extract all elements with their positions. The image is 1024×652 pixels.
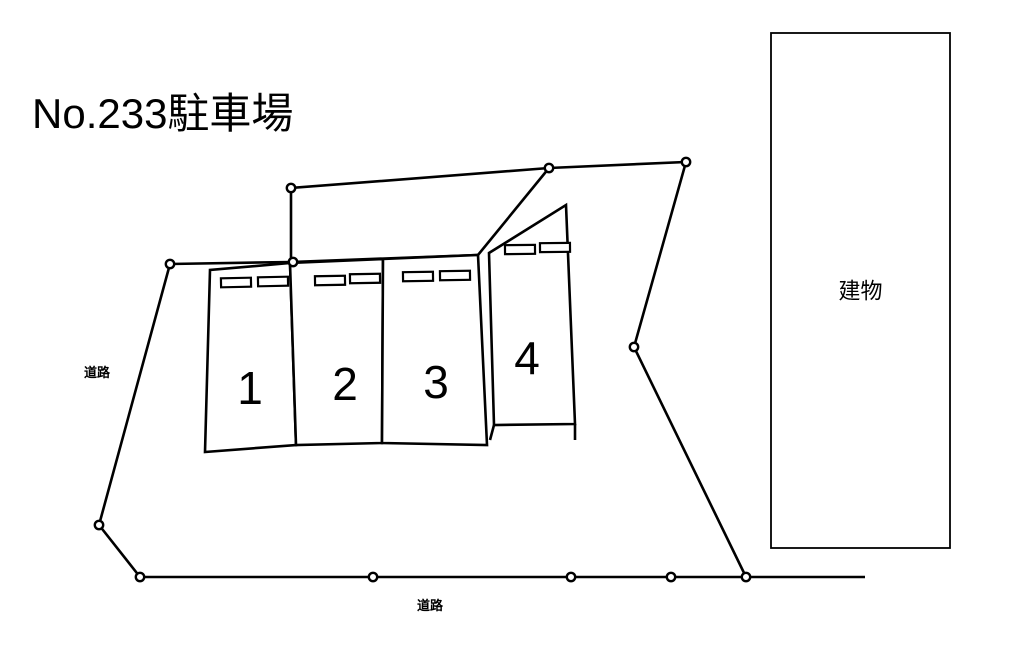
stall-edge-extension: [488, 424, 496, 441]
boundary-line: [97, 263, 865, 579]
stall-number-label-4: 4: [514, 332, 540, 384]
boundary-vertex-marker: [285, 182, 297, 194]
wheel-stop-mark: [313, 274, 347, 287]
site-boundary-group: [97, 160, 865, 579]
building-label: 建物: [838, 279, 882, 304]
parking-stall-3[interactable]: [380, 253, 489, 447]
parking-stall-1[interactable]: [203, 261, 298, 454]
wheel-stop-mark: [348, 272, 382, 285]
boundary-vertex-marker: [565, 571, 577, 583]
wheel-stop-mark: [219, 276, 253, 289]
building-group: 建物: [770, 32, 951, 549]
boundary-vertex-marker: [164, 258, 176, 270]
road-label-bottom: 道路: [417, 598, 444, 613]
boundary-vertex-marker: [287, 256, 299, 268]
parking-stall-2[interactable]: [288, 257, 385, 447]
stall-number-label-2: 2: [332, 358, 358, 410]
page-title: No.233駐車場: [32, 90, 294, 137]
wheel-stop-mark: [401, 270, 435, 283]
boundary-vertex-marker: [680, 156, 692, 168]
parking-stall-4[interactable]: [487, 202, 577, 427]
boundary-line: [476, 167, 551, 256]
wheel-stop-mark: [503, 243, 537, 256]
boundary-vertex-marker: [367, 571, 379, 583]
boundary-vertices-group: [93, 156, 752, 583]
road-label-left: 道路: [84, 365, 111, 380]
boundary-line: [169, 260, 292, 266]
boundary-line: [289, 160, 748, 578]
wheel-stops-group: [219, 241, 572, 289]
building-rectangle: [770, 32, 951, 549]
wheel-stop-mark: [256, 275, 290, 288]
parking-stalls-group: [203, 202, 577, 454]
stall-number-label-3: 3: [423, 356, 449, 408]
wheel-stop-mark: [538, 241, 572, 254]
boundary-vertex-marker: [740, 571, 752, 583]
boundary-vertex-marker: [628, 341, 640, 353]
boundary-vertex-marker: [665, 571, 677, 583]
wheel-stop-mark: [438, 269, 472, 282]
boundary-vertex-marker: [134, 571, 146, 583]
stall-numbers-group: 1 2 3 4: [237, 332, 540, 414]
boundary-vertex-marker: [543, 162, 555, 174]
boundary-vertex-marker: [93, 519, 105, 531]
stall-number-label-1: 1: [237, 362, 263, 414]
